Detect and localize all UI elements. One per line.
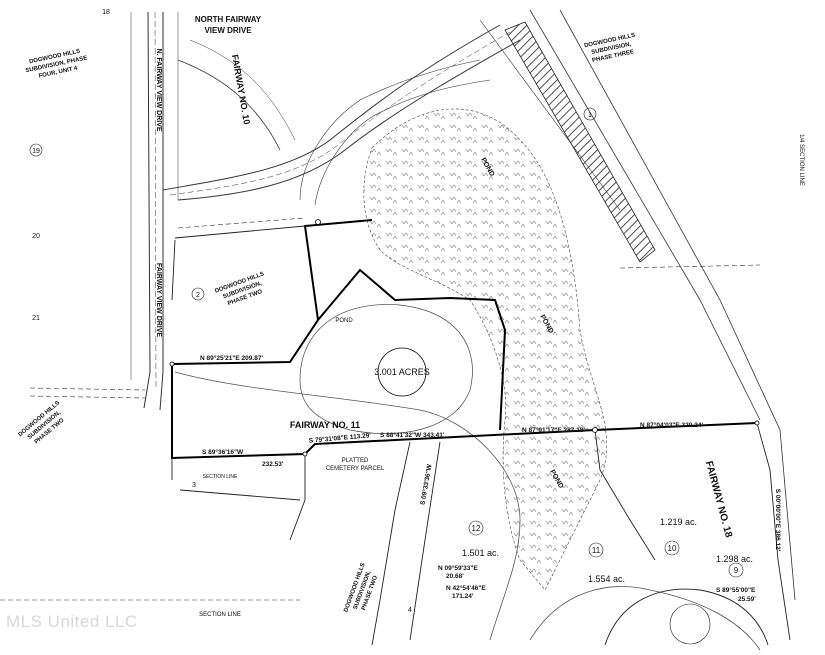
bearing-labels: N 89°25'21"E 209.87' S 88°41'32"W 343.41… [200, 354, 782, 603]
lot-10: 10 [668, 544, 677, 553]
lot-18: 18 [102, 9, 110, 16]
lot-21: 21 [32, 315, 40, 322]
road-north-fairway [177, 39, 296, 151]
cemetery-label-1: PLATTED [342, 458, 369, 464]
street-n-fairway-view-drive: N. FAIRWAY VIEW DRIVE [155, 48, 162, 131]
bearing-lot-distance: 20.68' [446, 573, 464, 580]
road-curve-northeast [162, 24, 521, 206]
area-labels: 1.501 ac. 1.554 ac. 1.219 ac. 1.298 ac. [462, 517, 753, 584]
golf-cart-path [174, 371, 761, 651]
bearing-east-line-a: N 87°01'17"E 287.18' [522, 426, 585, 434]
lot-19: 19 [32, 148, 40, 155]
acreage-callout: 3.001 ACRES [374, 347, 430, 397]
property-lines [171, 225, 791, 646]
bearing-lot-distance-2: 171.24' [452, 593, 474, 600]
lot-numbers: 12 11 10 9 1 19 2 3 4 20 21 18 [32, 9, 739, 614]
area-lot-10: 1.298 ac. [716, 554, 753, 564]
lot-12: 12 [472, 524, 481, 533]
watermark: MLS United LLC [6, 612, 138, 631]
lot-1: 1 [588, 112, 592, 119]
section-line-left: SECTION LINE [203, 474, 238, 480]
section-line-right: 1/4 SECTION LINE [798, 134, 804, 186]
lot-markers [29, 107, 744, 645]
bearing-east-vertical: S 00°00'00"E 386.12' [774, 489, 782, 552]
lot-9: 9 [734, 566, 739, 575]
lot-3: 3 [192, 482, 196, 489]
street-north-fairway: NORTH FAIRWAY [195, 15, 262, 24]
pond-marsh-area [363, 108, 608, 591]
oval-pond [299, 304, 473, 434]
bearing-sw-line: S 89°36'16"W [202, 448, 244, 456]
road-n-fairway-view-drive [130, 11, 179, 411]
street-view-drive: VIEW DRIVE [204, 26, 252, 35]
bearing-lot-line-2: N 42°54'46"E [446, 584, 486, 592]
section-line-bottom: SECTION LINE [199, 612, 241, 618]
fairway-10: FAIRWAY NO. 10 [230, 54, 252, 126]
easement-dashes [0, 217, 761, 601]
hatched-easement-strip [504, 21, 656, 263]
bearing-sw-distance: 232.53' [262, 461, 284, 468]
lot-4: 4 [408, 607, 412, 614]
street-labels: NORTH FAIRWAY VIEW DRIVE N. FAIRWAY VIEW… [155, 15, 262, 337]
survey-pins [169, 219, 760, 457]
bearing-south-line: S 88°41'32"W 343.41' [380, 431, 445, 439]
bearing-se-line: S 89°55'00"E [716, 586, 756, 594]
bearing-north-line: N 89°25'21"E 209.87' [200, 354, 263, 362]
lot-2: 2 [196, 292, 200, 299]
lot-20: 20 [32, 233, 40, 240]
area-lot-12: 1.501 ac. [462, 548, 499, 558]
fairway-11: FAIRWAY NO. 11 [290, 420, 360, 430]
pond-label-4: POND [335, 318, 353, 324]
area-lot-11: 1.554 ac. [588, 574, 625, 584]
right-parallel-lines [479, 9, 796, 601]
acreage-label: 3.001 ACRES [374, 367, 430, 377]
fairway-18: FAIRWAY NO. 18 [703, 460, 734, 539]
area-lot-18: 1.219 ac. [660, 517, 697, 527]
bearing-se-distance: 25.59' [738, 596, 756, 603]
lot-11: 11 [592, 546, 601, 555]
street-fairway-view-drive: FAIRWAY VIEW DRIVE [155, 263, 162, 337]
cemetery-label-2: CEMETERY PARCEL [326, 466, 385, 472]
bearing-east-line-b: N 87°04'03"E 320.24' [640, 421, 703, 429]
bearing-lot-line: N 09°59'33"E [438, 564, 478, 572]
